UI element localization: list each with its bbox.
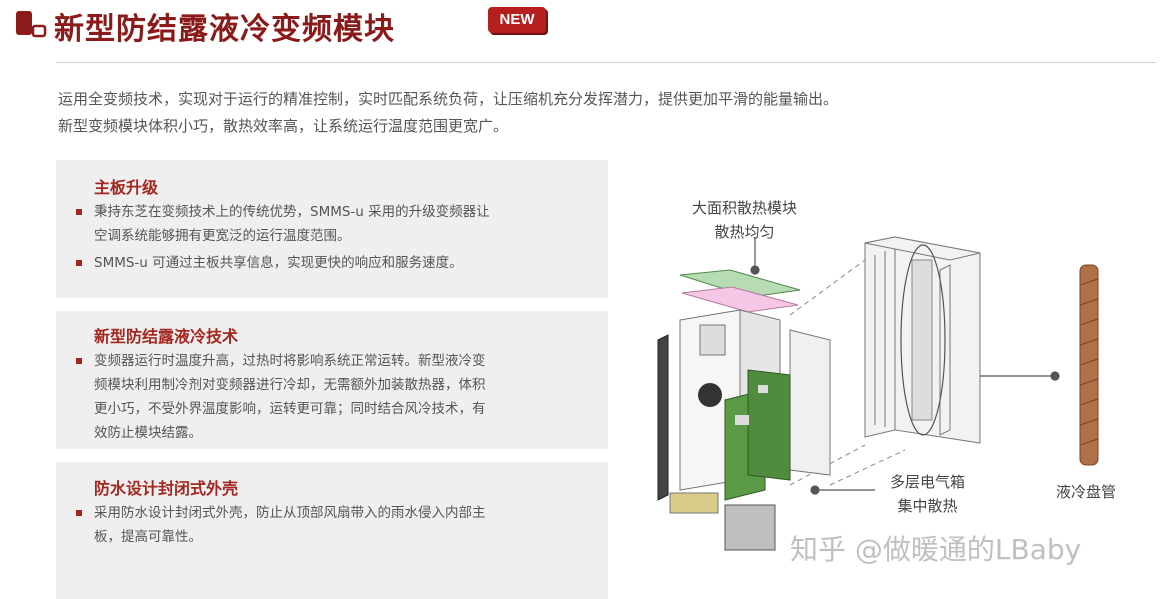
exploded-module-diagram: 大面积散热模块 散热均匀 多层电气箱 集中散热 液冷盘管 <box>640 175 1170 575</box>
intro-line-2: 新型变频模块体积小巧，散热效率高，让系统运行温度范围更宽广。 <box>58 117 509 135</box>
intro-line-1: 运用全变频技术，实现对于运行的精准控制，实时匹配系统负荷，让压缩机充分发挥潜力，… <box>58 90 839 108</box>
feature-title: 新型防结露液冷技术 <box>94 327 239 346</box>
feature-bullet: 秉持东芝在变频技术上的传统优势，SMMS-u 采用的升级变频器让 空调系统能够拥… <box>76 200 596 248</box>
new-badge: NEW <box>488 7 546 33</box>
feature-bullet: SMMS-u 可通过主板共享信息，实现更快的响应和服务速度。 <box>76 251 596 275</box>
feature-bullet: 采用防水设计封闭式外壳，防止从顶部风扇带入的雨水侵入内部主 板，提高可靠性。 <box>76 501 596 549</box>
label-cooling-coil: 液冷盘管 <box>1056 483 1117 501</box>
feature-card-liquid-cooling: 新型防结露液冷技术 变频器运行时温度升高，过热时将影响系统正常运转。新型液冷变 … <box>56 311 608 449</box>
label-electrical-box: 多层电气箱 集中散热 <box>890 473 966 515</box>
feature-card-mainboard: 主板升级 秉持东芝在变频技术上的传统优势，SMMS-u 采用的升级变频器让 空调… <box>56 160 608 298</box>
feature-card-waterproof: 防水设计封闭式外壳 采用防水设计封闭式外壳，防止从顶部风扇带入的雨水侵入内部主 … <box>56 462 608 599</box>
terminal-block <box>669 492 719 514</box>
watermark: 知乎 @做暖通的LBaby <box>790 533 1082 566</box>
label-heatsink: 大面积散热模块 散热均匀 <box>692 199 798 241</box>
capacitor-block <box>724 504 776 551</box>
liquid-cooling-coil <box>1079 264 1099 466</box>
bullet-square-icon <box>76 209 82 215</box>
title-icon <box>16 11 47 38</box>
inverter-pcb <box>698 369 791 501</box>
feature-title: 防水设计封闭式外壳 <box>94 479 239 498</box>
bullet-square-icon <box>76 510 82 516</box>
bullet-square-icon <box>76 358 82 364</box>
feature-bullet: 变频器运行时温度升高，过热时将影响系统正常运转。新型液冷变 频模块利用制冷剂对变… <box>76 349 596 445</box>
module-illustration <box>657 236 1099 551</box>
feature-title: 主板升级 <box>94 178 159 197</box>
page-title: 新型防结露液冷变频模块 <box>54 12 395 47</box>
side-rail <box>657 334 669 501</box>
bullet-square-icon <box>76 260 82 266</box>
divider <box>56 62 1156 63</box>
